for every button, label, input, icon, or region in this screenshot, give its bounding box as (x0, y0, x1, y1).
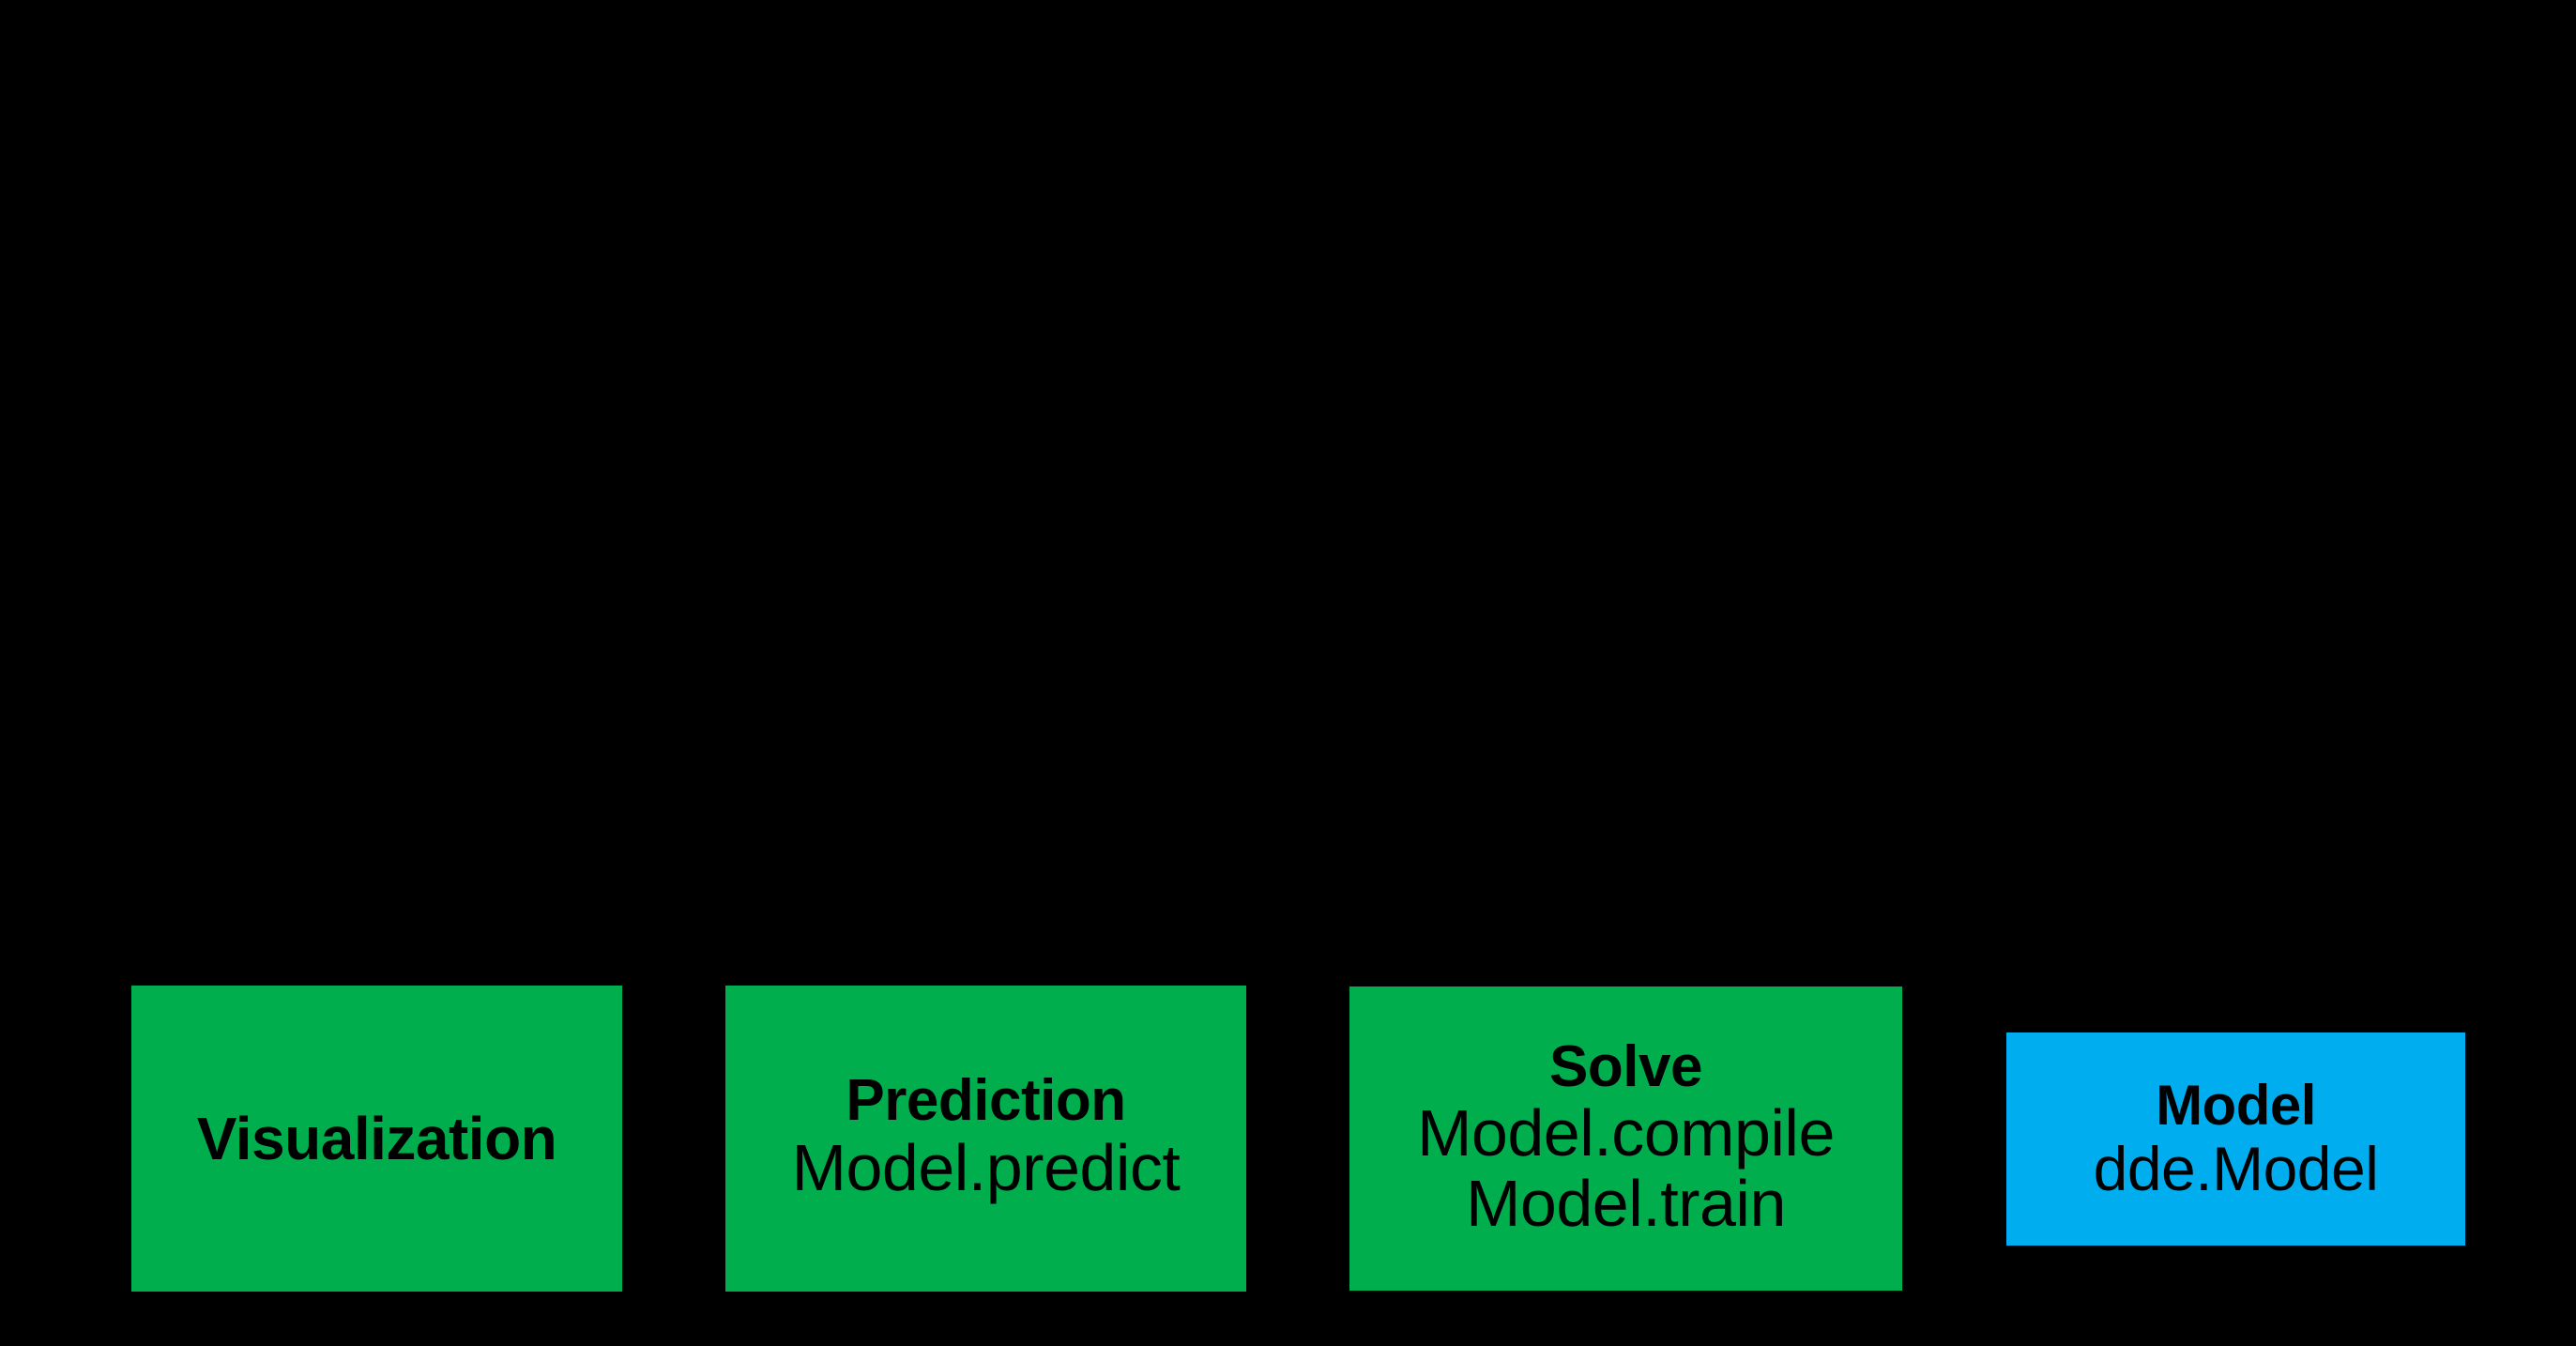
node-solve-title: Solve (1549, 1033, 1702, 1099)
node-model-api-dde-model: dde.Model (2093, 1134, 2379, 1204)
node-prediction-title: Prediction (846, 1068, 1126, 1134)
node-visualization[interactable]: Visualization (131, 986, 622, 1292)
node-solve-api-train: Model.train (1466, 1167, 1786, 1241)
node-solve[interactable]: Solve Model.compile Model.train (1349, 987, 1902, 1291)
node-prediction-api-predict: Model.predict (791, 1130, 1181, 1204)
node-model[interactable]: Model dde.Model (2006, 1032, 2465, 1246)
node-prediction[interactable]: Prediction Model.predict (725, 986, 1246, 1292)
node-visualization-title: Visualization (196, 1104, 557, 1172)
node-model-title: Model (2156, 1073, 2316, 1137)
node-solve-api-compile: Model.compile (1417, 1096, 1835, 1170)
